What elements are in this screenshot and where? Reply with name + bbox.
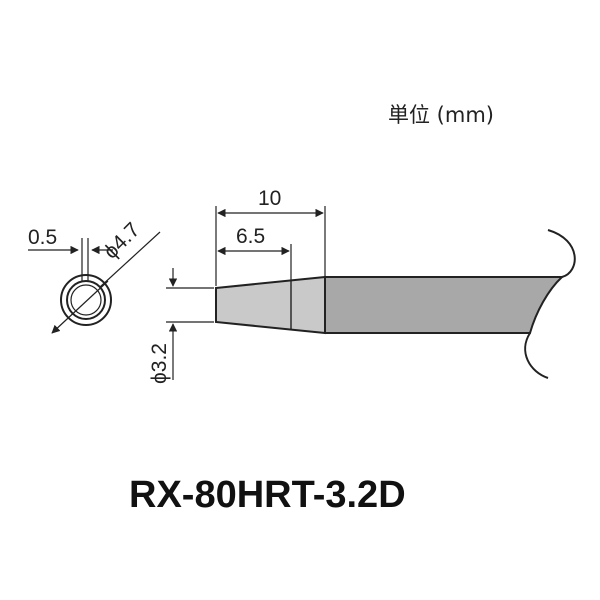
tip-width-label: ϕ3.2 xyxy=(148,343,171,384)
total-length-label: 10 xyxy=(258,187,281,210)
taper-length-dimension xyxy=(217,244,292,280)
thickness-dimension xyxy=(28,238,113,282)
total-length-dimension xyxy=(215,206,326,286)
model-name: RX-80HRT-3.2D xyxy=(129,474,406,516)
shank-diameter-label: ϕ4.7 xyxy=(99,218,144,263)
tip-cross-section xyxy=(51,231,161,334)
thickness-label: 0.5 xyxy=(28,226,57,249)
tip-side-view xyxy=(215,229,576,379)
tip-width-dimension xyxy=(166,268,214,380)
taper-length-label: 6.5 xyxy=(236,225,265,248)
unit-label: 単位 (mm) xyxy=(388,103,494,127)
